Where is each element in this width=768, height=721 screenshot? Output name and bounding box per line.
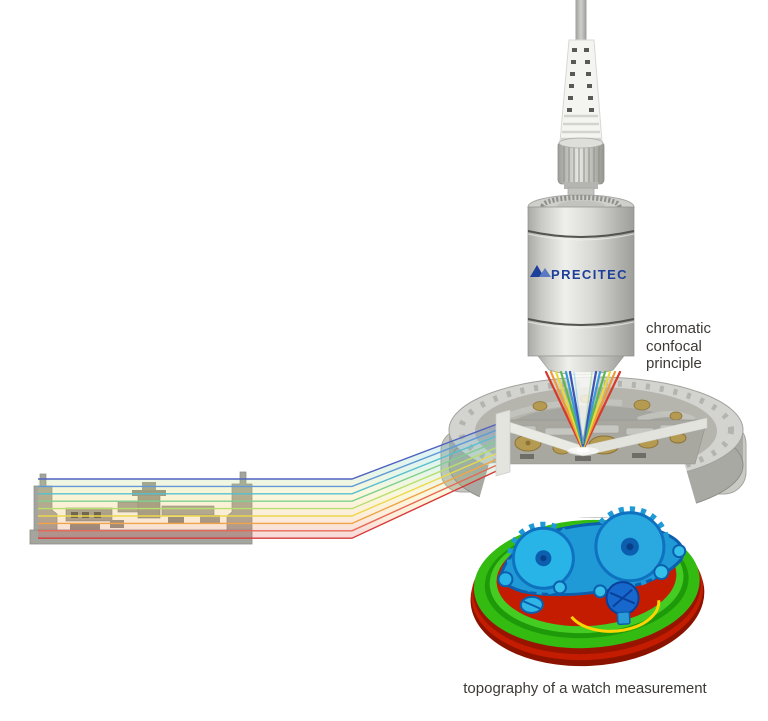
topo-hairspring-arc bbox=[570, 600, 661, 633]
topo-gear-large bbox=[506, 521, 580, 595]
connector-flange bbox=[564, 182, 598, 189]
topo-screw-bosses bbox=[497, 544, 687, 599]
cable-line bbox=[575, 0, 587, 42]
chromatic-cone bbox=[544, 370, 622, 455]
connector-knurling bbox=[563, 145, 600, 182]
principle-label-line3: principle bbox=[646, 355, 702, 372]
principle-label-line1: chromatic bbox=[646, 320, 712, 337]
precitec-logo: PRECITEC bbox=[530, 265, 628, 282]
cone-rays bbox=[544, 370, 622, 452]
sensor-groove-lower bbox=[527, 318, 635, 326]
precitec-logo-text: PRECITEC bbox=[551, 267, 628, 282]
precitec-logo-mark-2 bbox=[539, 268, 551, 277]
band-rays bbox=[38, 422, 501, 539]
watch-cutaway bbox=[440, 376, 747, 518]
topography-caption: topography of a watch measurement bbox=[463, 680, 707, 697]
band-end-cut-wall bbox=[495, 409, 511, 477]
principle-label: chromatic confocal principle bbox=[646, 320, 766, 373]
sensor-body bbox=[527, 206, 635, 357]
sensor-groove-upper bbox=[527, 230, 635, 238]
topo-gear-second bbox=[589, 506, 671, 588]
topo-balance-wheel bbox=[605, 581, 640, 626]
precitec-logo-mark bbox=[530, 265, 544, 277]
cone-inner-rays bbox=[573, 371, 593, 445]
principle-label-line2: confocal bbox=[646, 337, 702, 355]
focal-point bbox=[577, 447, 589, 453]
connector-top-face bbox=[558, 137, 604, 149]
sensor-groove-upper-highlight bbox=[527, 233, 635, 241]
sensor-groove-lower-highlight bbox=[527, 321, 635, 329]
strain-relief-vents bbox=[567, 48, 594, 112]
cable-strain-relief bbox=[559, 39, 603, 143]
light-path-band bbox=[38, 409, 511, 539]
cutaway-opening bbox=[474, 448, 700, 517]
topo-screw-head bbox=[519, 595, 544, 614]
sensor-head: PRECITEC bbox=[527, 194, 635, 376]
fiber-cable bbox=[557, 0, 605, 207]
watch-rim-slots bbox=[458, 380, 734, 480]
band-fill bbox=[38, 423, 500, 538]
topography-image bbox=[470, 506, 705, 667]
